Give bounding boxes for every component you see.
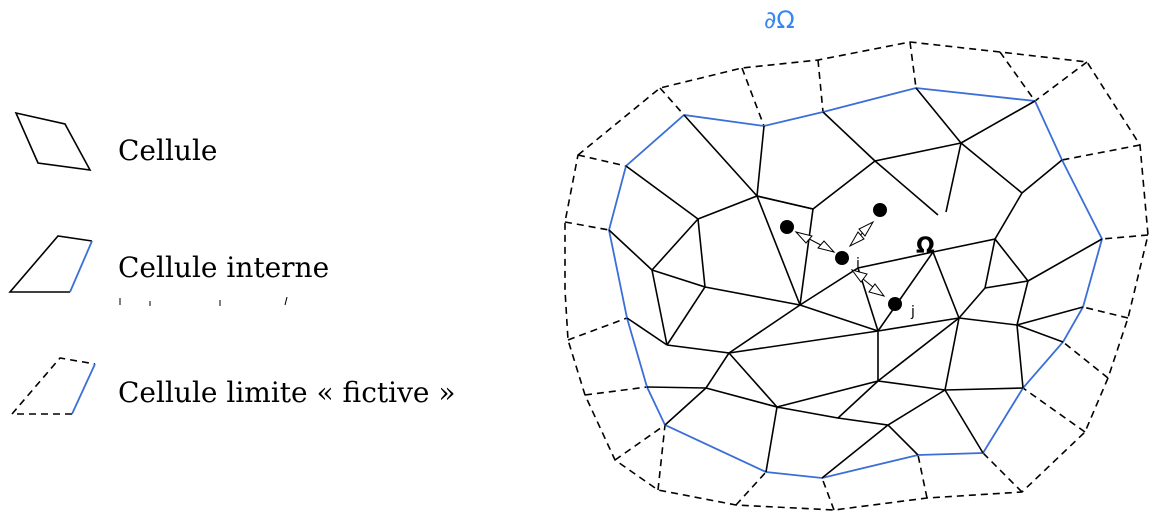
ghost-connectors bbox=[564, 41, 1149, 511]
boundary-label: ∂Ω bbox=[764, 6, 795, 34]
cell-center-node-i bbox=[835, 251, 849, 265]
cell-center-node bbox=[780, 220, 794, 234]
ghost-outer-boundary bbox=[564, 41, 1149, 511]
mesh: ∂Ω Ω i j bbox=[564, 6, 1149, 511]
legend-internal-cell-icon bbox=[8, 235, 93, 293]
legend-internal-cell-label: Cellule interne bbox=[118, 251, 329, 284]
cell-center-node-j bbox=[888, 297, 902, 311]
legend-cell-label: Cellule bbox=[118, 134, 217, 167]
legend: Cellule Cellule interne Cellule limite «… bbox=[8, 111, 456, 415]
domain-boundary bbox=[608, 87, 1103, 479]
cell-centers bbox=[780, 203, 902, 311]
legend-cell-icon bbox=[14, 111, 92, 172]
flux-arrows bbox=[794, 220, 886, 297]
legend-ghost-cell-label: Cellule limite « fictive » bbox=[118, 376, 456, 409]
interior-edges bbox=[608, 87, 1103, 479]
legend-ghost-cell-icon bbox=[10, 357, 96, 415]
node-label-j: j bbox=[910, 304, 915, 320]
node-label-i: i bbox=[856, 256, 860, 272]
cell-center-node bbox=[873, 203, 887, 217]
legend-text-artifact bbox=[119, 296, 288, 306]
domain-label: Ω bbox=[916, 234, 935, 259]
